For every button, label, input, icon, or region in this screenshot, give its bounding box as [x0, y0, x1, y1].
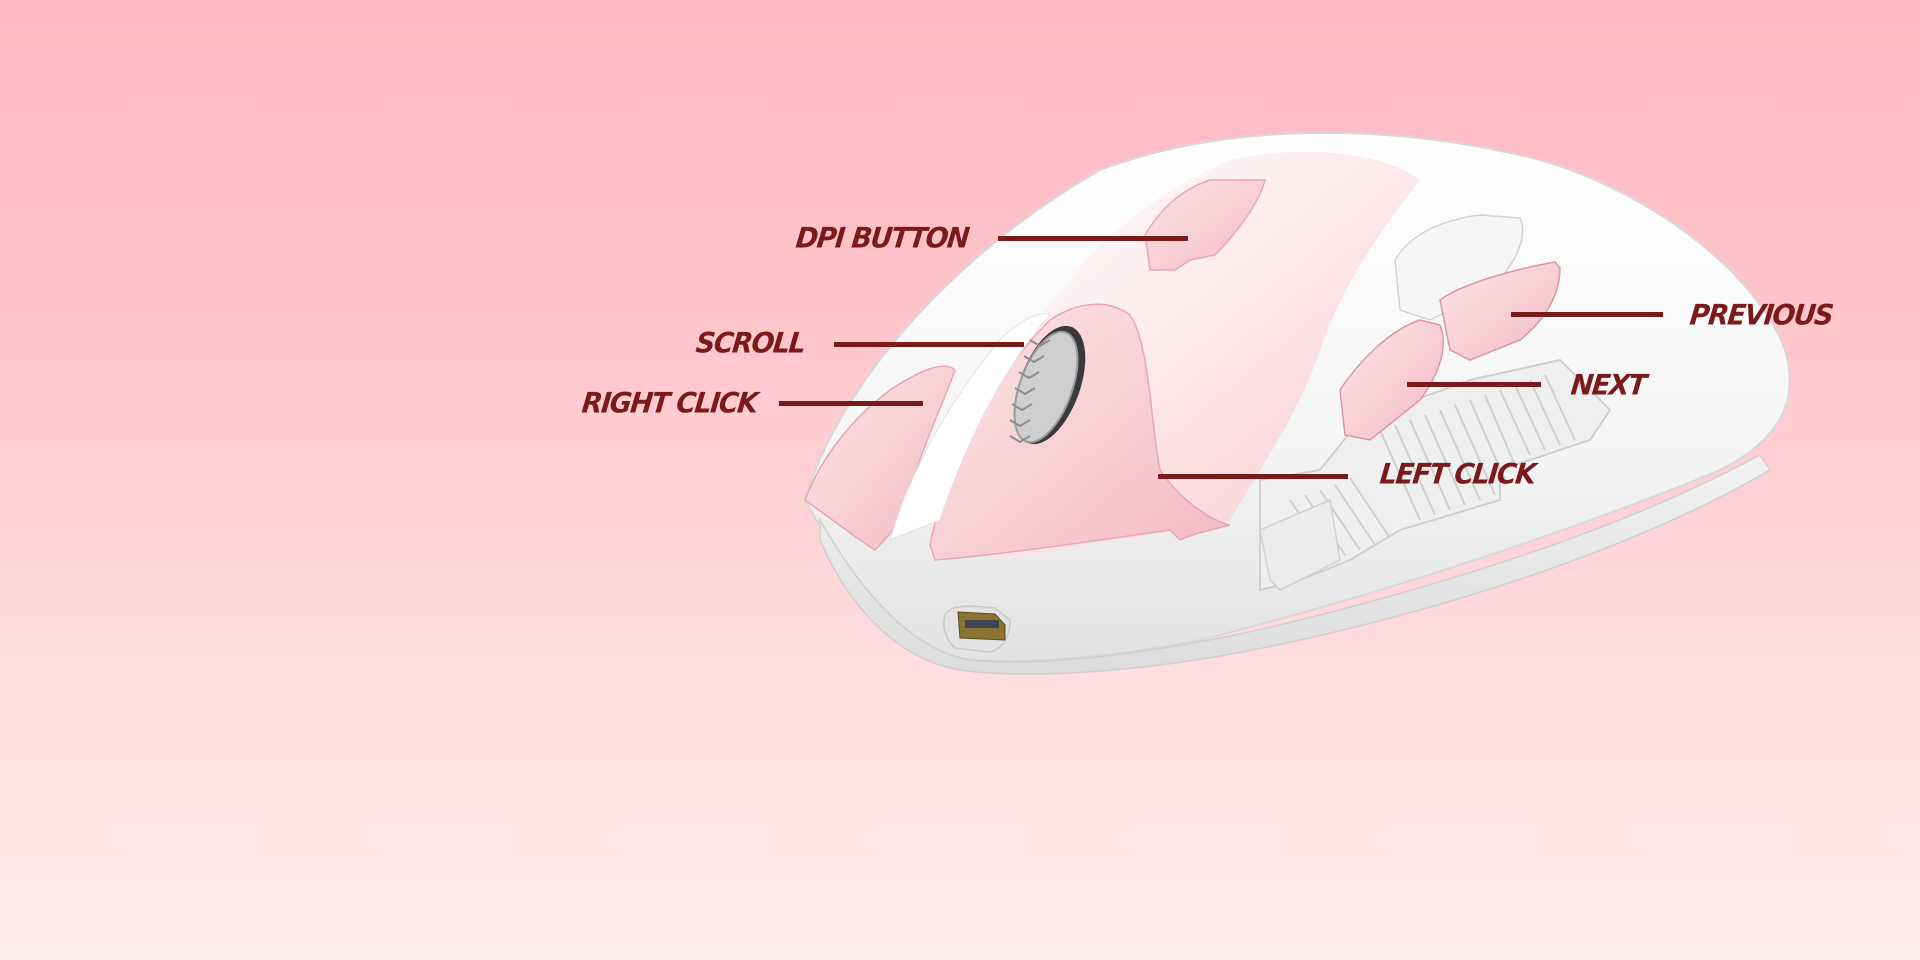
callout-label-previous: PREVIOUS — [1688, 299, 1835, 332]
callout-label-left-click: LEFT CLICK — [1378, 458, 1537, 491]
previous-button[interactable] — [1439, 261, 1561, 361]
right-click-button[interactable] — [804, 365, 956, 551]
leader-line-scroll — [834, 342, 1024, 347]
callout-label-dpi-button: DPI BUTTON — [794, 222, 970, 255]
leader-line-next — [1407, 382, 1541, 387]
callout-label-next: NEXT — [1569, 369, 1647, 402]
leader-line-left-click — [1158, 474, 1348, 479]
scroll-wheel[interactable] — [1001, 316, 1100, 453]
leader-line-right-click — [779, 401, 923, 406]
dpi-button[interactable] — [1144, 179, 1266, 271]
usb-c-port — [943, 605, 1011, 653]
callout-label-scroll: SCROLL — [694, 327, 807, 360]
callout-label-right-click: RIGHT CLICK — [580, 387, 759, 420]
next-button[interactable] — [1339, 319, 1444, 441]
leader-line-previous — [1511, 312, 1663, 317]
leader-line-dpi-button — [998, 236, 1188, 241]
